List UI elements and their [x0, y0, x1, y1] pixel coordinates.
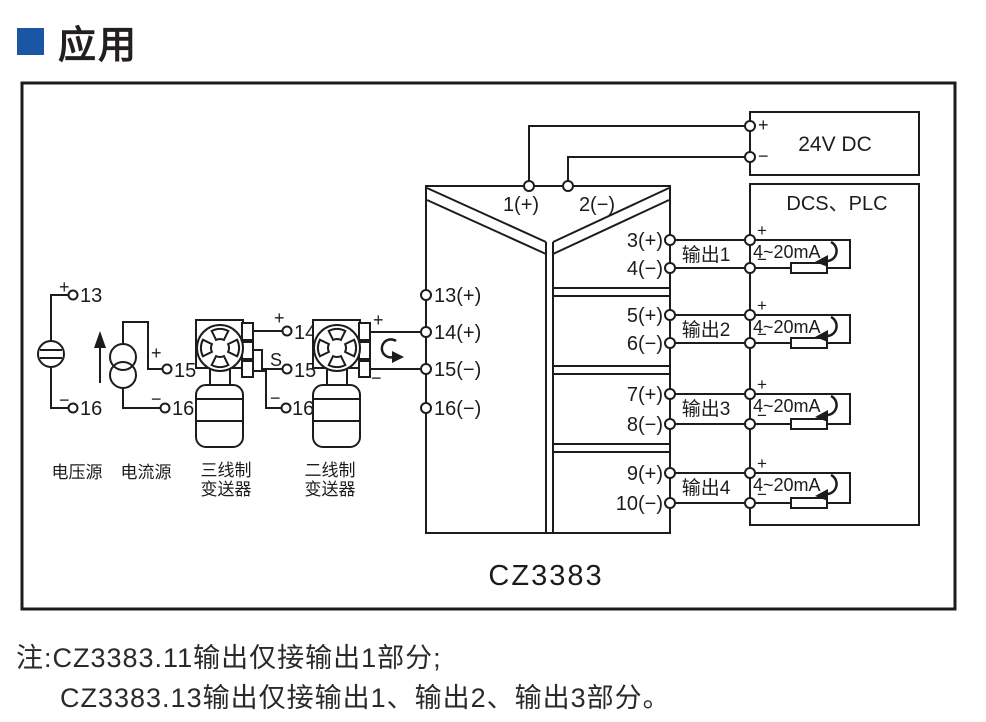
terminal-label-7: 7(+): [627, 384, 663, 406]
terminal-label-14: 14(+): [434, 322, 481, 344]
power-wires: [528, 125, 750, 186]
load-resistor: [790, 418, 828, 430]
terminal-number: 16: [292, 398, 314, 420]
signal-range-label: 4~20mA: [753, 396, 821, 416]
plus-label: +: [274, 308, 285, 328]
voltage-source-caption: 电压源: [52, 463, 103, 482]
transmitter-rotor-icon: [200, 328, 240, 368]
two-wire-caption-line2: 变送器: [305, 480, 356, 499]
output-channel-1: 输出1 4~20mA + −: [670, 221, 851, 274]
terminal-number: 13: [80, 285, 102, 307]
page-header: 应用: [17, 14, 138, 69]
current-source: + − 15 16 电流源: [94, 321, 196, 482]
minus-label: −: [270, 388, 281, 408]
two-wire-caption-line1: 二线制: [305, 461, 356, 480]
plus-label: +: [757, 375, 767, 394]
output-channel-2: 输出2 4~20mA + −: [670, 296, 851, 349]
signal-range-label: 4~20mA: [753, 317, 821, 337]
three-wire-caption-line1: 三线制: [201, 461, 252, 480]
power-supply-label: 24V DC: [798, 133, 872, 156]
terminal-label-1: 1(+): [503, 194, 539, 216]
terminal-number: 14: [294, 322, 316, 344]
device-name: CZ3383: [488, 560, 603, 592]
terminal-label-10: 10(−): [616, 493, 663, 515]
terminal-label-3: 3(+): [627, 230, 663, 252]
plus-label: +: [151, 343, 162, 363]
terminal-dots: [67, 120, 756, 509]
terminal-label-2: 2(−): [579, 194, 615, 216]
device-terminal-labels: 1(+) 2(−) 13(+) 14(+) 15(−) 16(−) 3(+) 4…: [434, 194, 663, 515]
current-loop-arrowhead: [815, 330, 828, 342]
current-source-caption: 电流源: [121, 463, 172, 482]
output-label: 输出3: [682, 398, 731, 420]
minus-label: −: [757, 250, 767, 269]
terminal-label-6: 6(−): [627, 333, 663, 355]
three-wire-caption-line2: 变送器: [201, 480, 252, 499]
terminal-label-4: 4(−): [627, 258, 663, 280]
terminal-label-9: 9(+): [627, 463, 663, 485]
output-label: 输出1: [682, 244, 731, 266]
footnote-line-2: CZ3383.13输出仅接输出1、输出2、输出3部分。: [60, 683, 671, 713]
minus-label: −: [371, 368, 382, 388]
terminal-label-5: 5(+): [627, 305, 663, 327]
current-loop-arrowhead: [815, 255, 828, 267]
minus-label: −: [757, 406, 767, 425]
output-channel-4: 输出4 4~20mA + −: [670, 454, 851, 509]
minus-label: −: [59, 390, 70, 410]
terminal-label-15: 15(−): [434, 359, 481, 381]
plus-label: +: [757, 296, 767, 315]
transmitter-rotor-icon: [317, 328, 357, 368]
dcs-plc-label: DCS、PLC: [786, 193, 887, 215]
minus-label: −: [757, 485, 767, 504]
load-resistor: [790, 262, 828, 274]
terminal-number: 15: [174, 360, 196, 382]
direction-arrowhead: [94, 331, 106, 348]
terminal-number: 15: [294, 360, 316, 382]
minus-label: −: [757, 325, 767, 344]
terminal-label-8: 8(−): [627, 414, 663, 436]
footnote-line-1: 注:CZ3383.11输出仅接输出1部分;: [16, 643, 442, 673]
signal-range-label: 4~20mA: [753, 242, 821, 262]
terminal-number: 16: [172, 398, 194, 420]
voltage-source: + − 13 16 电压源: [37, 277, 103, 482]
current-loop-arrowhead: [815, 489, 828, 501]
page-title: 应用: [58, 25, 139, 67]
output-label: 输出2: [682, 319, 731, 341]
output-channel-3: 输出3 4~20mA + −: [670, 375, 851, 430]
current-loop-arrowhead: [815, 410, 828, 422]
plus-label: +: [757, 454, 767, 473]
terminal-label-13: 13(+): [434, 285, 481, 307]
plus-label: +: [757, 221, 767, 240]
minus-label: −: [151, 389, 162, 409]
dcs-plc-box: DCS、PLC: [749, 183, 920, 526]
two-wire-transmitter: + − 二线制 变送器: [305, 310, 426, 499]
plus-label: +: [59, 277, 70, 297]
terminal-label-16: 16(−): [434, 398, 481, 420]
output-label: 输出4: [682, 477, 731, 499]
s-label: S: [270, 350, 282, 370]
load-resistor: [790, 497, 828, 509]
power-minus-label: −: [758, 146, 769, 166]
plus-label: +: [373, 310, 384, 330]
title-bullet-square: [17, 28, 44, 55]
power-supply-box: 24V DC + −: [749, 111, 920, 176]
device-outline: [425, 185, 671, 534]
power-plus-label: +: [758, 115, 769, 135]
terminal-number: 16: [80, 398, 102, 420]
signal-range-label: 4~20mA: [753, 475, 821, 495]
loop-direction-arrowhead: [392, 351, 404, 363]
load-resistor: [790, 337, 828, 349]
three-wire-transmitter: + S − 14 15 16 三线制 变送器: [195, 308, 316, 499]
diagram-frame: [20, 81, 957, 611]
